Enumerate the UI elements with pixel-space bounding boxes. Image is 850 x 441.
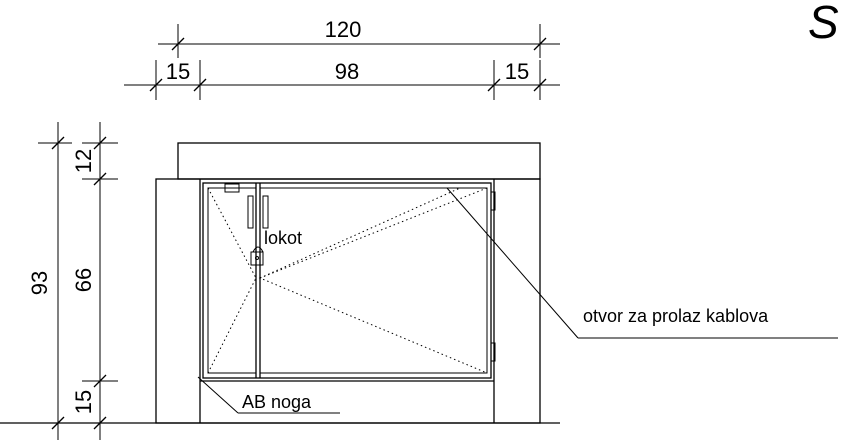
svg-text:93: 93: [27, 271, 52, 295]
svg-text:15: 15: [505, 59, 529, 84]
label-concrete-base: AB noga: [242, 392, 312, 412]
dim-left-total: 93: [27, 122, 72, 440]
svg-text:120: 120: [325, 17, 362, 42]
svg-text:98: 98: [335, 59, 359, 84]
label-cable-opening: otvor za prolaz kablova: [583, 306, 769, 326]
hinge-bottom: [490, 342, 496, 362]
opening-line-right: [258, 187, 488, 374]
label-lock: lokot: [264, 228, 302, 248]
handle-left: [247, 195, 254, 229]
svg-text:12: 12: [71, 149, 96, 173]
handle-right: [262, 195, 269, 229]
svg-text:66: 66: [71, 268, 96, 292]
cabinet-body: [155, 178, 541, 424]
hinge-top: [490, 191, 496, 211]
top-clip: [224, 183, 240, 193]
dim-top-parts: 15 98 15: [124, 59, 560, 100]
roof-slab: [177, 142, 541, 180]
leader-cable: [446, 187, 579, 339]
door-frame: [202, 182, 492, 379]
corner-letter: S: [808, 0, 839, 48]
opening-line-left: [207, 187, 257, 374]
door-leaf-right: [259, 187, 488, 374]
opening-line-top: [259, 187, 461, 279]
svg-text:15: 15: [71, 390, 96, 414]
dim-top-total: 120: [158, 17, 560, 58]
padlock-icon: [250, 246, 264, 266]
leader-base: [197, 376, 239, 414]
svg-text:15: 15: [166, 59, 190, 84]
dim-left-parts: 12 66 15: [71, 122, 118, 440]
door-leaf-left: [207, 187, 257, 374]
